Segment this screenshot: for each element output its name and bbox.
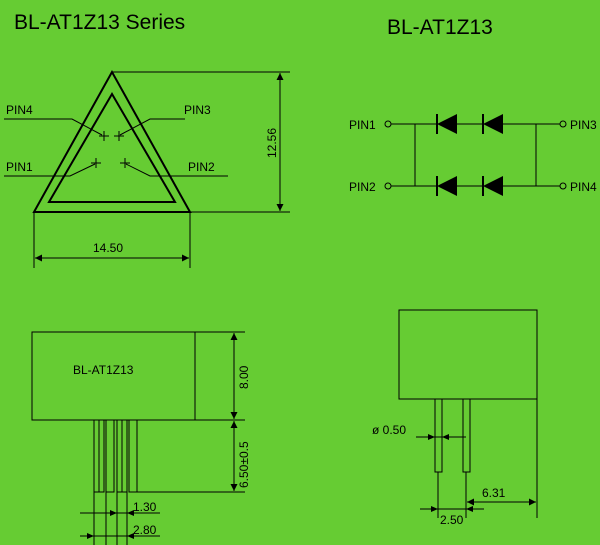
diameter-dimension-text: ø 0.50 — [372, 423, 406, 437]
lead-left — [434, 398, 443, 473]
pin1-leader — [4, 163, 96, 177]
body-side — [398, 309, 538, 400]
triangle-top-view: PIN4 PIN3 PIN1 PIN2 12.56 14.50 — [4, 69, 290, 268]
schematic-pin4-label: PIN4 — [570, 180, 597, 194]
diode-top-right — [483, 114, 503, 134]
pin-length-dimension-text: 6.50±0.5 — [237, 441, 251, 488]
schematic: PIN1 PIN2 PIN3 PIN4 — [349, 114, 597, 196]
schematic-pin3-label: PIN3 — [570, 118, 597, 132]
pin1-label: PIN1 — [6, 160, 33, 174]
model-title: BL-AT1Z13 — [387, 16, 493, 39]
pin-spacing-dimension-text: 2.80 — [133, 523, 157, 537]
terminal-pin3 — [559, 120, 567, 128]
diode-bottom-right — [483, 176, 503, 196]
triangle-outer-outline — [32, 69, 192, 213]
pin3-label: PIN3 — [184, 103, 211, 117]
body-label: BL-AT1Z13 — [73, 363, 134, 377]
front-view: BL-AT1Z13 8.00 6.50±0.5 1.30 2.80 — [31, 331, 251, 545]
pin2-leader — [125, 163, 228, 177]
lead-right — [462, 398, 471, 473]
width-dimension-text: 14.50 — [93, 241, 123, 255]
side-view: ø 0.50 6.31 2.50 — [372, 309, 538, 527]
body-height-dimension-text: 8.00 — [237, 365, 251, 389]
schematic-pin2-label: PIN2 — [349, 180, 376, 194]
terminal-pin2 — [384, 182, 392, 190]
triangle-inner-outline — [47, 92, 177, 203]
pin-right-outer — [128, 419, 138, 493]
pin4-label: PIN4 — [6, 103, 33, 117]
pin3-leader — [119, 118, 185, 136]
schematic-pin1-label: PIN1 — [349, 118, 376, 132]
diode-top-left — [437, 114, 457, 134]
pin2-label: PIN2 — [188, 160, 215, 174]
series-title: BL-AT1Z13 Series — [14, 11, 185, 34]
lead-offset-dimension-text: 6.31 — [482, 486, 506, 500]
diode-bottom-left — [437, 176, 457, 196]
lead-pitch-dimension-text: 2.50 — [440, 513, 464, 527]
pin-markers — [91, 131, 130, 168]
height-dimension-text: 12.56 — [265, 128, 279, 158]
pin-width-dimension-text: 1.30 — [133, 500, 157, 514]
terminal-pin1 — [384, 120, 392, 128]
pin-left-inner — [105, 419, 115, 493]
pin4-leader — [4, 118, 103, 136]
terminal-pin4 — [559, 182, 567, 190]
